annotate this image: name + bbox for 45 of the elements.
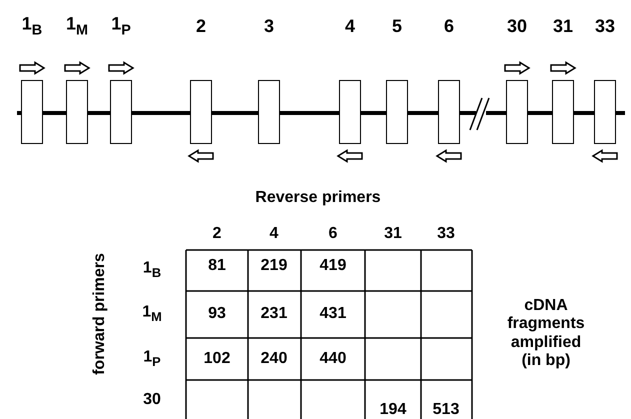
column-header: 4 [270, 226, 278, 242]
exon-label: 1$_{P}$ [111, 14, 131, 38]
column-header: 31 [384, 226, 402, 242]
exon-label: 33 [594, 17, 616, 35]
table-value: 81 [208, 258, 226, 274]
exon-box [386, 80, 408, 144]
exon-label: 1$_{B}$ [22, 14, 42, 38]
exon-label: 5 [392, 17, 402, 35]
exon-box [110, 80, 132, 144]
table-value: 240 [260, 351, 288, 367]
exon-label: 6 [444, 17, 454, 35]
table-value: 419 [320, 258, 346, 274]
table-value: 513 [432, 402, 460, 418]
axis-title: Reverse primers [255, 190, 381, 206]
exon-box [258, 80, 280, 144]
table-value: 102 [204, 351, 230, 367]
exon-box [506, 80, 528, 144]
row-header: 1$_{P}$ [143, 349, 161, 369]
exon-box [190, 80, 212, 144]
exon-box [438, 80, 460, 144]
table-value: 93 [208, 306, 226, 322]
table-value: 219 [260, 258, 288, 274]
column-header: 33 [437, 226, 455, 242]
row-header: 1$_{M}$ [142, 304, 162, 324]
row-header: 30 [143, 392, 161, 408]
axis-title: forward primers [92, 253, 108, 375]
exon-box [552, 80, 574, 144]
table-value: 431 [320, 306, 346, 322]
column-header: 6 [328, 226, 338, 242]
table-value: 194 [380, 402, 406, 418]
exon-label: 30 [506, 17, 528, 35]
exon-box [594, 80, 616, 144]
table-value: 231 [260, 306, 288, 322]
exon-label: 1$_{M}$ [66, 14, 88, 38]
table-value: 440 [320, 351, 346, 367]
caption-note: cDNA fragments amplified (in bp) [506, 297, 586, 371]
exon-box [66, 80, 88, 144]
row-header: 1$_{B}$ [142, 260, 162, 280]
exon-label: 31 [552, 17, 574, 35]
exon-box [339, 80, 361, 144]
exon-box [21, 80, 43, 144]
exon-label: 4 [345, 17, 355, 35]
exon-label: 3 [264, 17, 274, 35]
column-header: 2 [212, 226, 222, 242]
exon-label: 2 [196, 17, 206, 35]
